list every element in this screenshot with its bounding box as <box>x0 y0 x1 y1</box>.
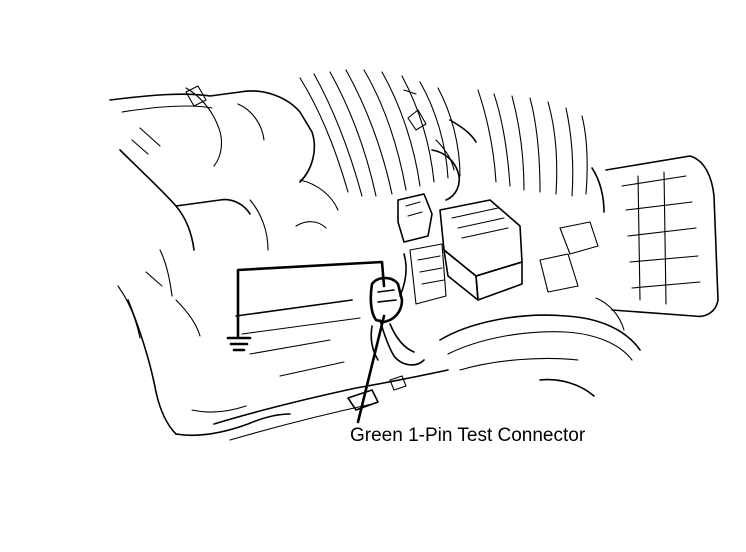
engine-bay-background <box>109 69 719 441</box>
relay-box <box>397 193 523 305</box>
ground-symbol-icon <box>226 336 252 352</box>
test-jumper-wire-icon <box>236 260 386 338</box>
callout-leader-line <box>356 314 386 424</box>
test-connector-icon <box>369 253 425 366</box>
callout-label: Green 1-Pin Test Connector <box>350 425 586 446</box>
